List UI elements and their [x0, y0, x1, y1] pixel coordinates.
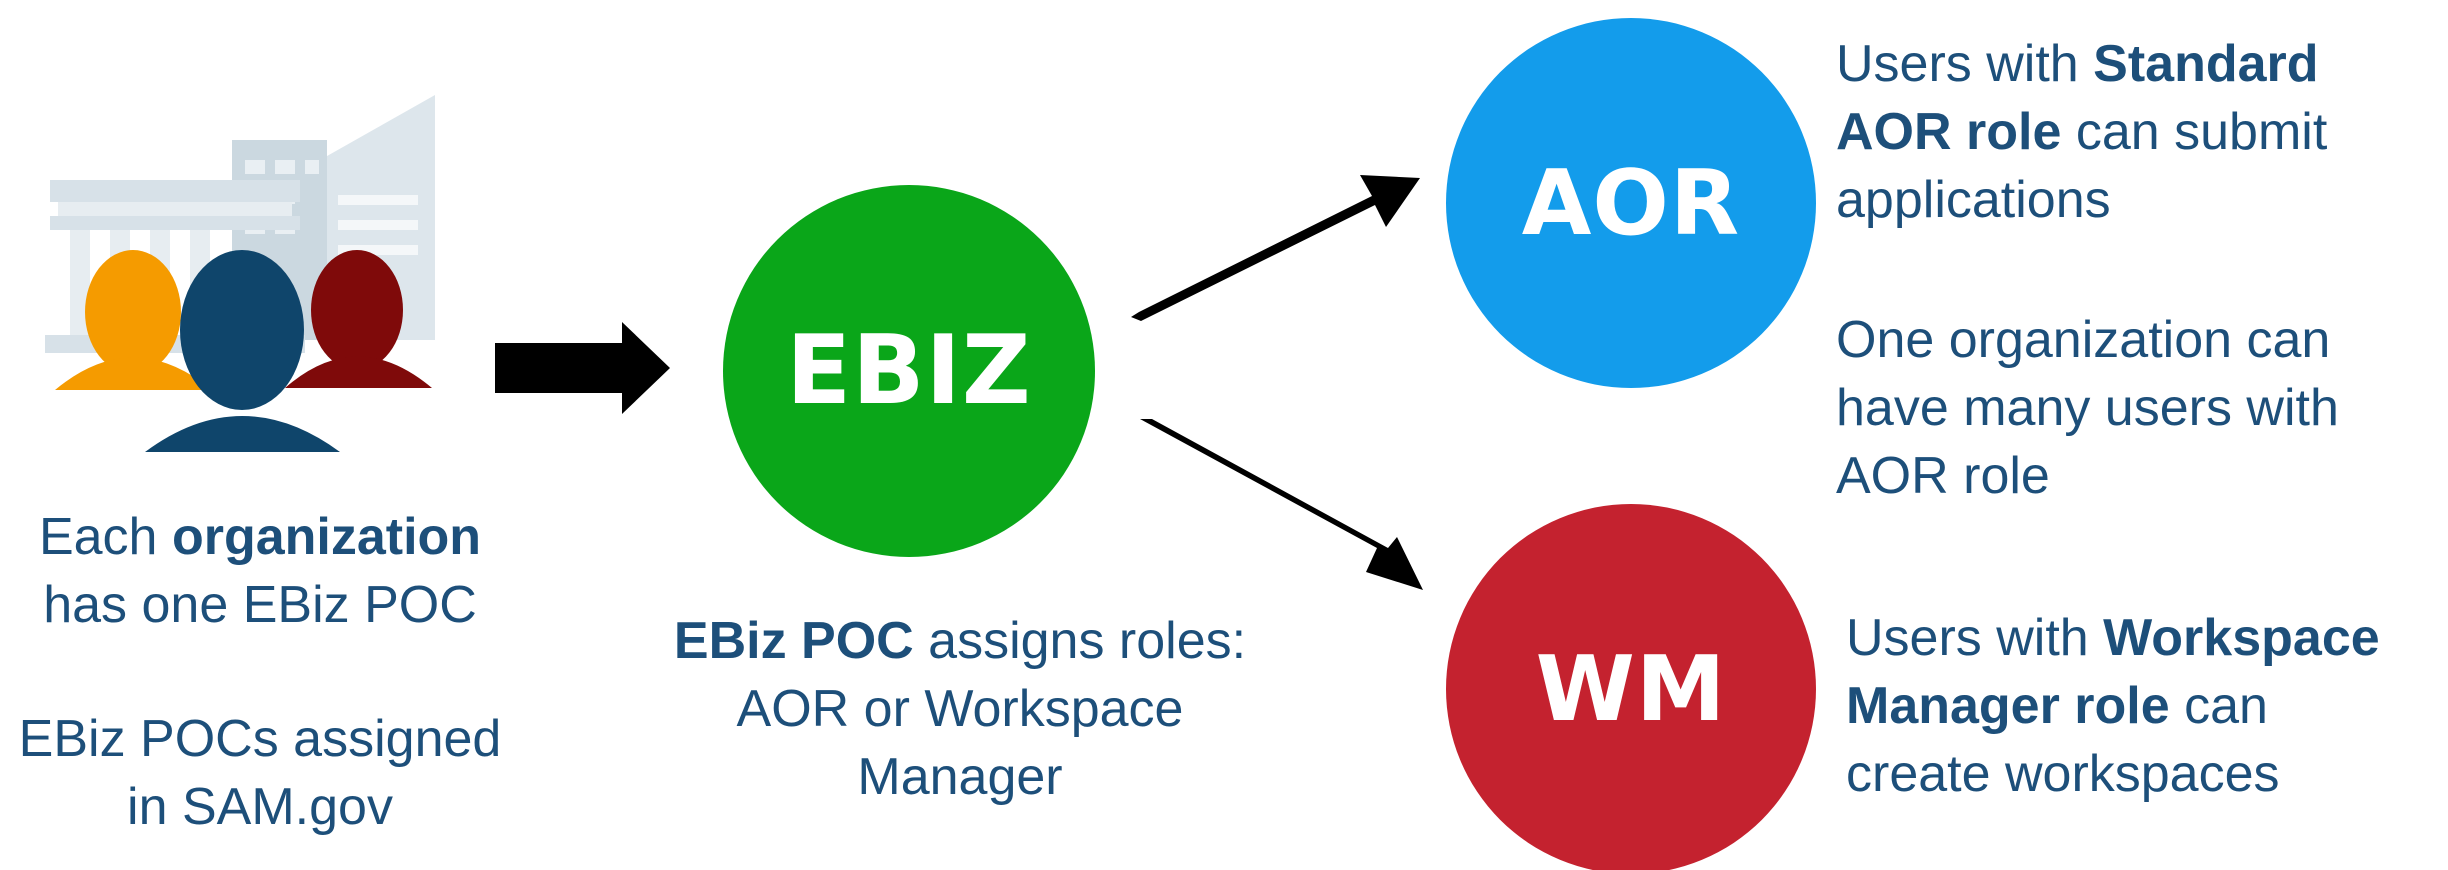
wm-caption-line3: create workspaces	[1846, 745, 2280, 803]
org-caption-line3: EBiz POCs assigned	[18, 710, 502, 768]
org-caption-line4: in SAM.gov	[127, 778, 393, 836]
org-caption-line2: has one EBiz POC	[43, 576, 477, 634]
aor-circle-label: AOR	[1521, 150, 1741, 256]
aor-caption-line4: One organization can	[1836, 311, 2331, 369]
arrow-down-right-icon	[1140, 419, 1423, 590]
wm-caption-line2: Manager role can	[1846, 677, 2268, 735]
person-orange-icon	[55, 250, 212, 390]
organization-caption: Each organization has one EBiz POC EBiz …	[0, 503, 520, 841]
ebiz-caption-line1: EBiz POC assigns roles:	[673, 612, 1247, 670]
ebiz-caption: EBiz POC assigns roles: AOR or Workspace…	[640, 607, 1280, 811]
aor-caption-line6: AOR role	[1836, 447, 2050, 505]
wm-circle: WM	[1446, 504, 1816, 870]
aor-circle: AOR	[1446, 18, 1816, 388]
ebiz-circle-label: EBIZ	[786, 316, 1032, 426]
person-navy-icon	[145, 250, 340, 452]
aor-caption-line1: Users with Standard	[1836, 35, 2319, 93]
org-caption-line1: Each organization	[38, 508, 482, 566]
wm-circle-label: WM	[1535, 636, 1727, 742]
ebiz-circle: EBIZ	[723, 185, 1095, 557]
arrow-up-right-icon	[1131, 175, 1420, 321]
person-red-icon	[285, 250, 432, 388]
aor-caption-line5: have many users with	[1836, 379, 2339, 437]
ebiz-caption-line3: Manager	[857, 748, 1063, 806]
arrow-right-icon	[495, 322, 670, 414]
wm-caption-line1: Users with Workspace	[1846, 609, 2380, 667]
aor-caption-line2: AOR role can submit	[1836, 103, 2328, 161]
wm-caption: Users with Workspace Manager role can cr…	[1846, 604, 2446, 808]
aor-caption: Users with Standard AOR role can submit …	[1836, 30, 2436, 510]
organization-people-icon	[45, 95, 435, 452]
ebiz-caption-line2: AOR or Workspace	[736, 680, 1184, 738]
aor-caption-line3: applications	[1836, 171, 2111, 229]
